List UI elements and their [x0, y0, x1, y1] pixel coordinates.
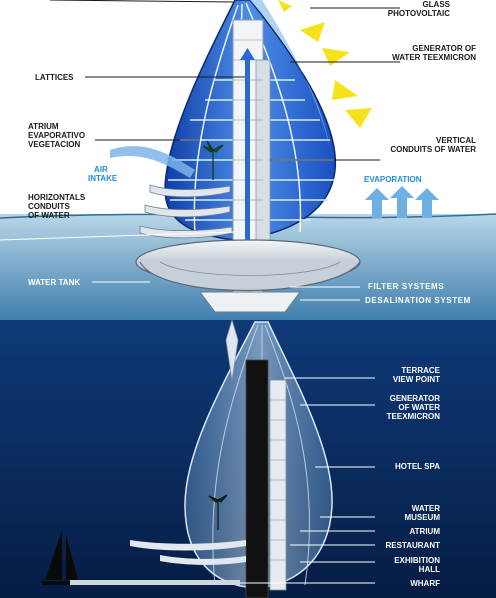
label-terrace: TERRACE VIEW POINT: [392, 366, 440, 384]
label-vertical-conduits: VERTICAL CONDUITS OF WATER: [390, 136, 476, 154]
air-intake-arrow: [110, 146, 195, 178]
label-generator-top: GENERATOR OF WATER TEEXMICRON: [392, 44, 476, 62]
label-water-museum: WATER MUSEUM: [404, 504, 440, 522]
label-generator-bottom: GENERATOR OF WATER TEEXMICRON: [386, 394, 440, 421]
top-leader-lines: [49, 0, 400, 161]
label-wharf: WHARF: [410, 579, 440, 588]
spire: [225, 318, 239, 381]
label-horizontal-conduits: HORIZONTALS CONDUITS OF WATER: [28, 193, 86, 220]
top-white-leaders: [0, 231, 360, 301]
bottom-leader-lines: [240, 377, 375, 584]
conduit-flow-arrows: [240, 48, 255, 260]
wharf-deck: [70, 580, 240, 585]
label-evaporation: EVAPORATION: [364, 175, 422, 184]
label-water-tank: WATER TANK: [28, 278, 81, 287]
label-restaurant: RESTAURANT: [385, 541, 440, 550]
label-filter-systems: FILTER SYSTEMS: [368, 282, 445, 291]
palm-tree-icon: [202, 140, 224, 180]
label-exhibition-hall: EXHIBITION HALL: [394, 556, 440, 574]
sailboat-icon: [42, 530, 82, 585]
evaporation-arrows-icon: [365, 186, 439, 218]
label-lattices: LATTICES: [35, 73, 74, 82]
label-atrium-bottom: ATRIUM: [409, 527, 440, 536]
terrace-decks: [149, 184, 231, 198]
label-air-intake: AIR INTAKE: [88, 165, 118, 183]
label-glass-photovoltaic: GLASS PHOTOVOLTAIC: [387, 0, 450, 18]
central-core-bottom: [245, 359, 269, 598]
label-desalination: DESALINATION SYSTEM: [365, 296, 471, 305]
label-hotel-spa: HOTEL SPA: [394, 462, 440, 471]
bottom-palm-icon: [208, 494, 228, 530]
restaurant-decks: [130, 540, 246, 551]
desalination-cone: [199, 291, 301, 313]
label-atrium-top: ATRIUM EVAPORATIVO VEGETACION: [28, 122, 86, 149]
